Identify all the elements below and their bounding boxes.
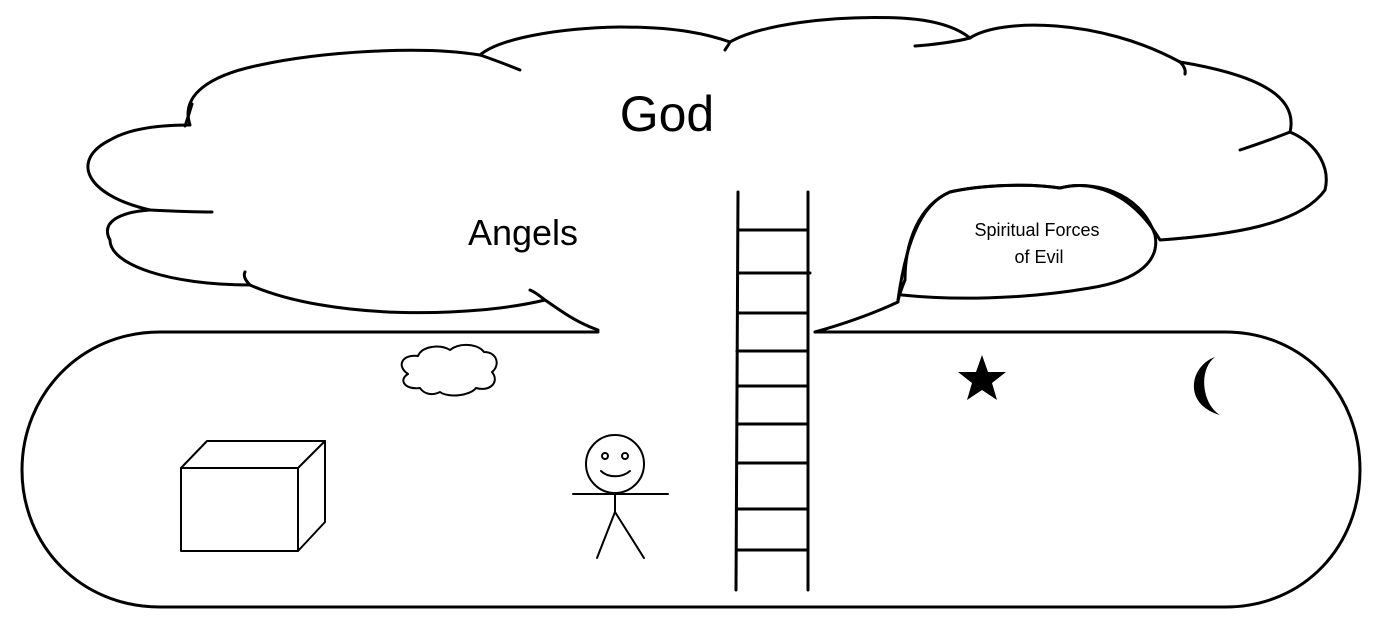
crescent-moon-icon [1193,357,1220,415]
evil-lobe [896,183,1158,302]
ladder-icon [734,190,812,592]
earth-boundary [20,330,1362,609]
angels-label: Angels [468,212,578,253]
box-icon [180,440,326,552]
star-icon [958,355,1006,400]
stick-figure-icon [572,434,669,559]
evil-label-line2: of Evil [1014,247,1063,267]
small-cloud-icon [400,344,498,397]
god-label: God [620,86,715,142]
heaven-cloud [86,15,1328,334]
evil-label-line1: Spiritual Forces [974,220,1099,240]
